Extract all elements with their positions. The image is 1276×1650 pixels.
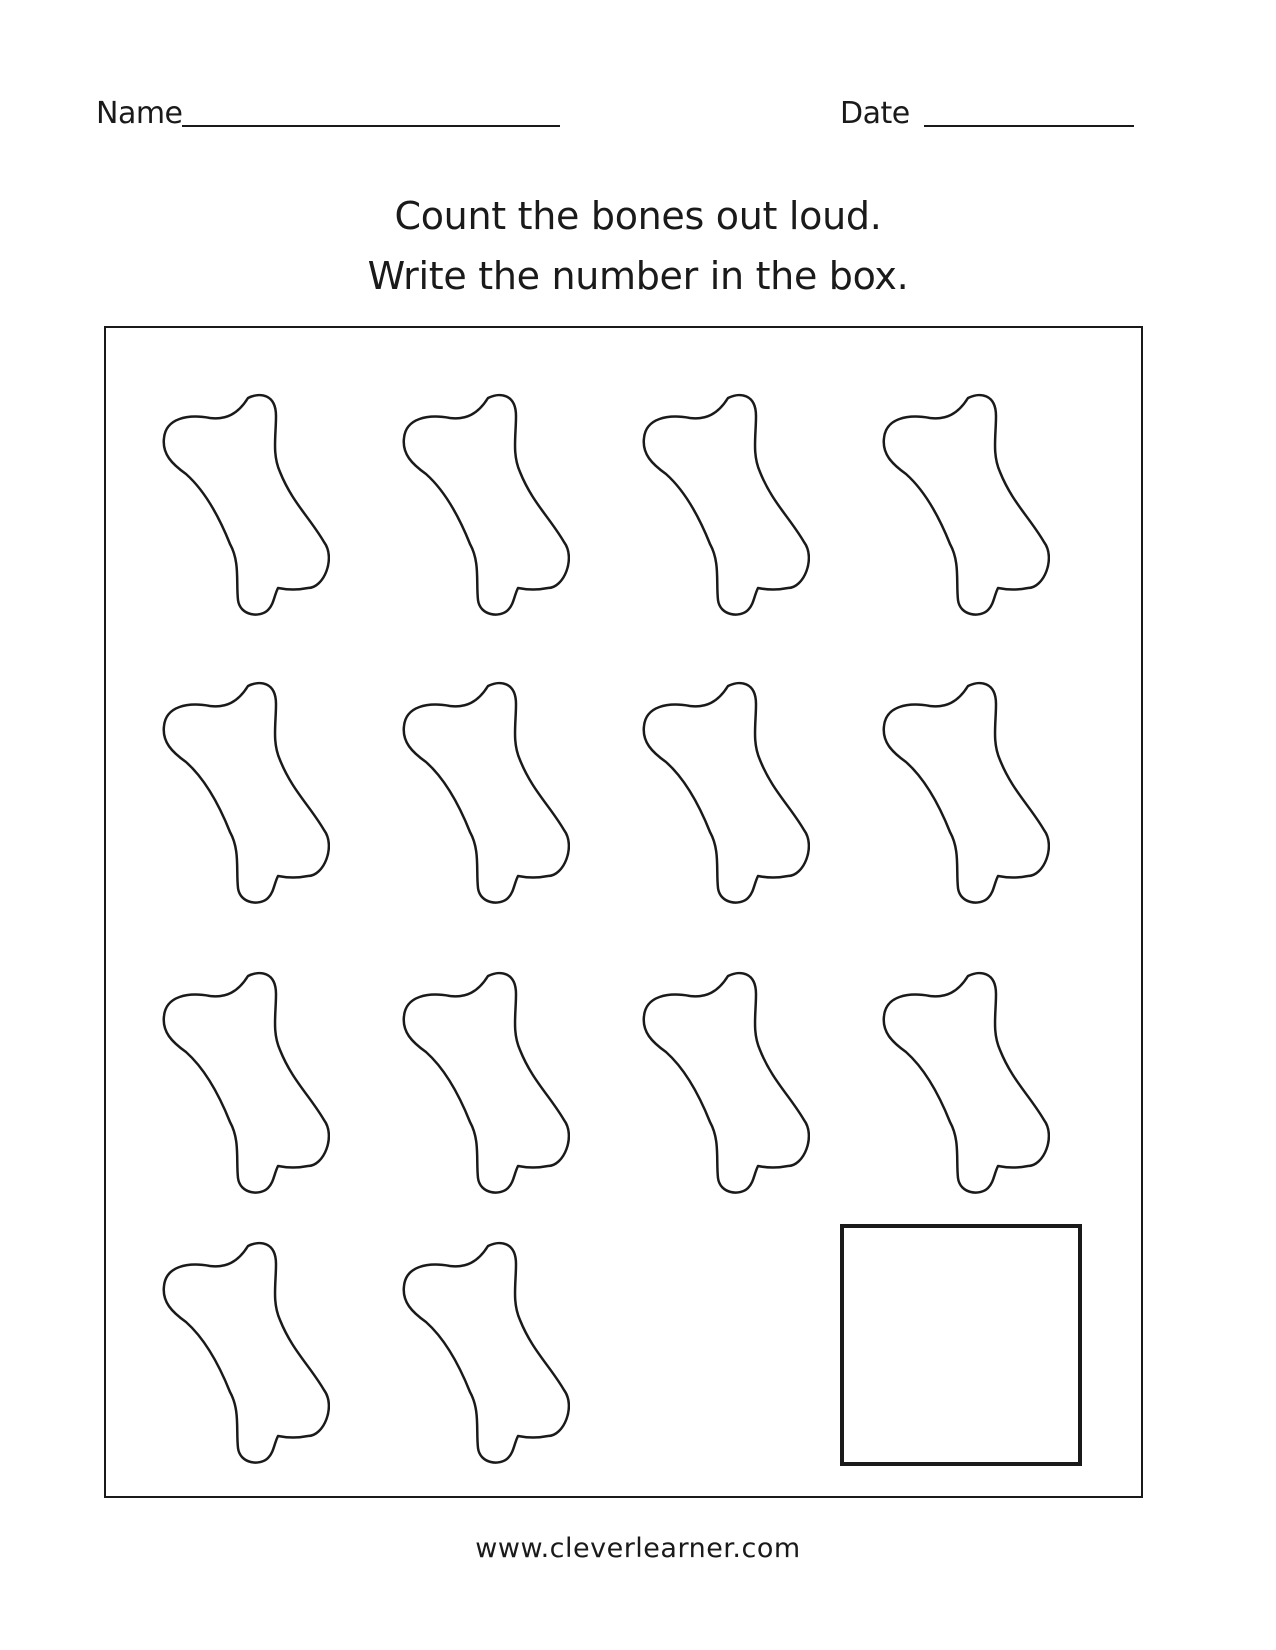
bone-icon: [880, 680, 1050, 904]
name-label: Name: [96, 96, 183, 131]
bone-icon: [160, 392, 330, 616]
bone-icon: [160, 680, 330, 904]
instruction-line-2: Write the number in the box.: [367, 254, 909, 298]
bone-icon: [400, 680, 570, 904]
bone-icon: [640, 392, 810, 616]
bone-icon: [400, 392, 570, 616]
date-label: Date: [840, 96, 910, 131]
bone-icon: [160, 970, 330, 1194]
bone-icon: [880, 970, 1050, 1194]
bone-icon: [880, 392, 1050, 616]
bone-icon: [640, 680, 810, 904]
bone-icon: [400, 1240, 570, 1464]
bone-icon: [400, 970, 570, 1194]
footer-website: www.cleverlearner.com: [475, 1533, 801, 1564]
name-field-line[interactable]: [182, 125, 560, 127]
exercise-frame: [104, 326, 1143, 1498]
instruction-line-1: Count the bones out loud.: [394, 194, 882, 238]
bone-icon: [160, 1240, 330, 1464]
answer-box[interactable]: [840, 1224, 1082, 1466]
date-field-line[interactable]: [924, 125, 1134, 127]
bone-icon: [640, 970, 810, 1194]
